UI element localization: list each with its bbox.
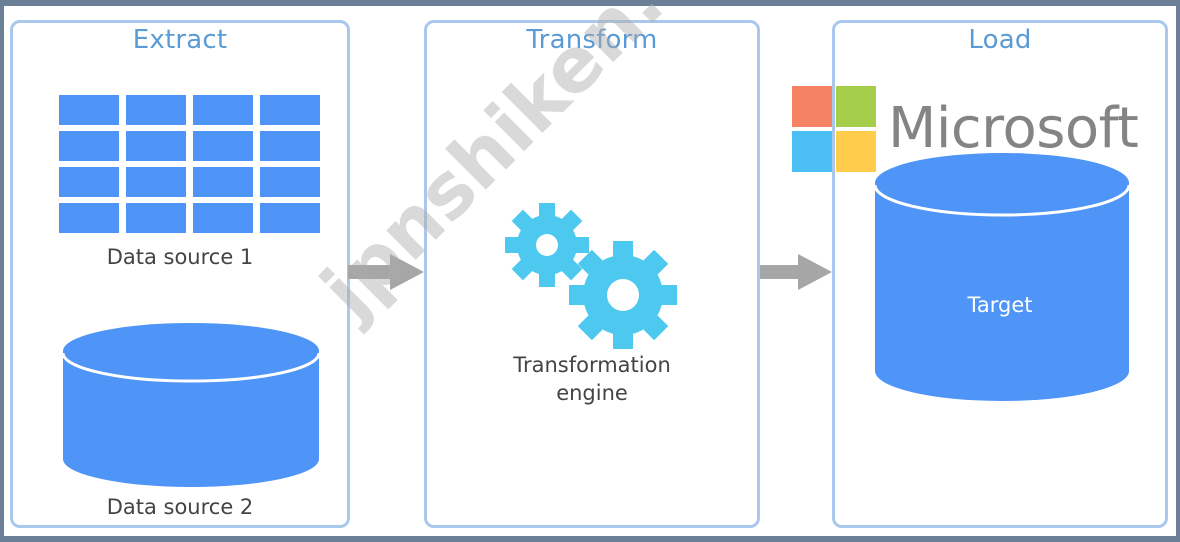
- data-source-1-label: Data source 1: [106, 245, 254, 269]
- arrow-transform-to-load: [760, 254, 832, 290]
- microsoft-logo-icon: [792, 86, 876, 172]
- extract-title: Extract: [132, 25, 228, 55]
- extract-panel: Extract Data source 1 Data source 2: [10, 20, 350, 528]
- data-source-2-label: Data source 2: [106, 495, 254, 519]
- transform-panel: Transform: [424, 20, 760, 528]
- diagram-canvas: Extract Data source 1 Data source 2 Tran…: [4, 0, 1176, 536]
- gears-icon: [505, 203, 677, 349]
- data-source-2-cylinder-icon: [61, 323, 321, 487]
- target-label: Target: [967, 293, 1033, 317]
- load-panel: Load Target: [832, 20, 1168, 528]
- arrow-extract-to-transform: [348, 254, 424, 290]
- target-cylinder-icon: [873, 153, 1131, 401]
- transformation-engine-label-line1: Transformation: [513, 353, 671, 377]
- transformation-engine-label-line2: engine: [556, 381, 628, 405]
- microsoft-logo-text: Microsoft: [888, 96, 1139, 161]
- transform-title: Transform: [526, 25, 658, 55]
- data-source-1-table-icon: [59, 95, 320, 233]
- load-title: Load: [968, 25, 1032, 55]
